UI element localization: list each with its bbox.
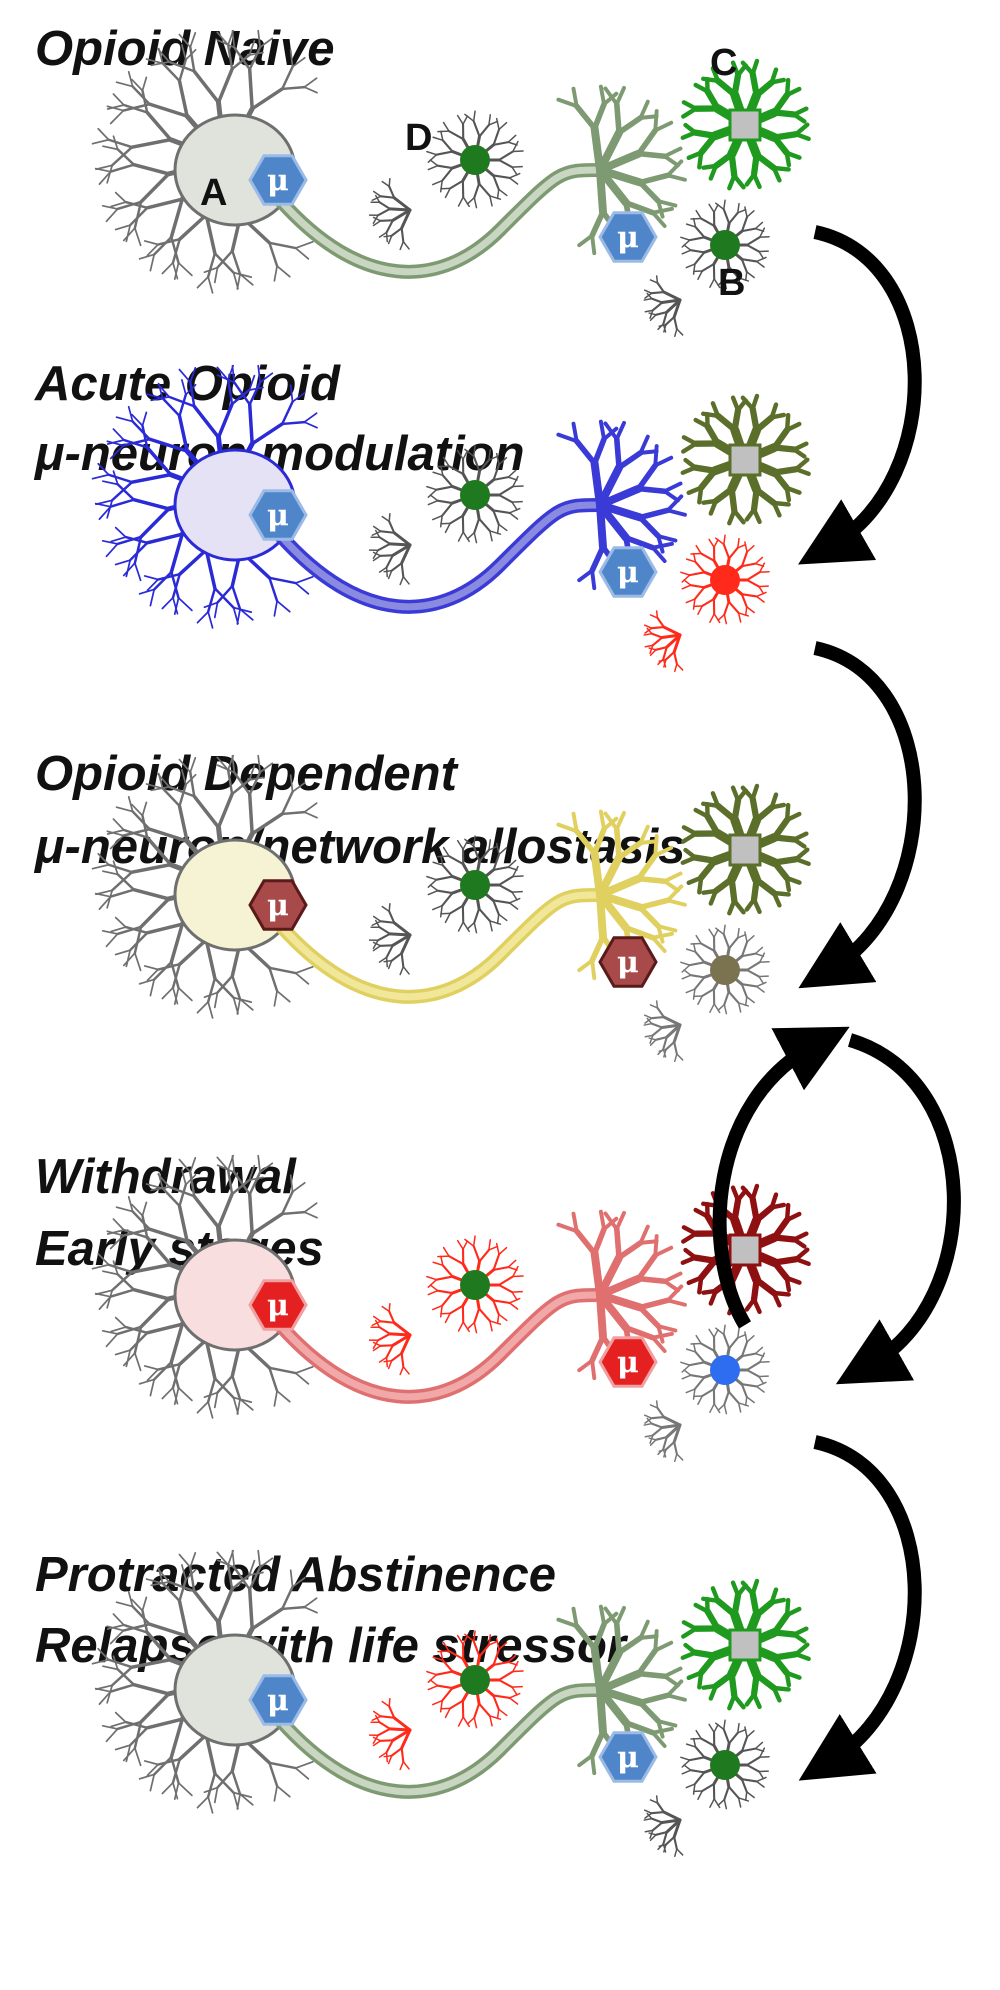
- glia-c-soma: [728, 1233, 762, 1267]
- glia-c-soma: [728, 833, 762, 867]
- neuron-b-soma: [710, 565, 740, 595]
- stage-title-withdrawal: Withdrawal Early stages: [35, 1150, 324, 1276]
- stage-title-line: Protracted Abstinence: [35, 1548, 556, 1602]
- right-neuron-dendrites: [556, 809, 687, 981]
- stage-title-acute: Acute Opioid μ-neuron modulation: [33, 357, 525, 481]
- stage-title-line: Acute Opioid: [34, 357, 341, 411]
- label-b: B: [718, 262, 745, 304]
- arrow-withdrawal-to-dependent: [712, 1026, 850, 1329]
- neuron-b-terminal: [643, 275, 684, 338]
- neuron-d-soma: [460, 870, 490, 900]
- neuron-d-soma: [460, 1665, 490, 1695]
- neuron-a-axon: [276, 1291, 604, 1401]
- neuron-d-terminal: [368, 902, 412, 976]
- stage-title-dependent: Opioid Dependent μ-neuron/network allost…: [33, 747, 685, 874]
- neuron-d-terminal: [368, 1697, 412, 1771]
- neuron-a-axon: [276, 501, 604, 611]
- neuron-b-soma: [710, 1750, 740, 1780]
- mu-receptor-hexagon: [248, 154, 308, 206]
- arrow-naive-to-acute: [798, 225, 922, 565]
- glia-c-soma: [728, 1628, 762, 1662]
- mu-receptor-icon: μ: [248, 1279, 308, 1331]
- mu-receptor-icon: μ: [598, 936, 658, 988]
- neuron-b-terminal: [643, 1000, 684, 1063]
- neuron-d-soma: [460, 145, 490, 175]
- stage-dependent-neurons: μμ: [91, 754, 811, 1063]
- mu-receptor-icon: μ: [598, 1336, 658, 1388]
- mu-receptor-label: μ: [617, 946, 639, 981]
- stage-protracted-neurons: μμ: [91, 1549, 811, 1858]
- mu-receptor-label: μ: [267, 1684, 289, 1719]
- neuron-d-soma: [460, 480, 490, 510]
- label-d: D: [405, 117, 432, 159]
- neuron-d-terminal: [368, 512, 412, 586]
- neuron-a-axon: [276, 1686, 604, 1796]
- arrow-withdrawal-to-protracted: [798, 1435, 922, 1781]
- mu-receptor-hexagon: [598, 936, 658, 988]
- stage-withdrawal-neurons: μμ: [91, 1154, 811, 1463]
- mu-receptor-icon: μ: [598, 211, 658, 263]
- mu-receptor-hexagon: [598, 1336, 658, 1388]
- mu-receptor-hexagon: [248, 879, 308, 931]
- mu-receptor-label: μ: [617, 1741, 639, 1776]
- stage-acute-neurons: μμ: [91, 364, 811, 673]
- transition-arrows: [712, 225, 961, 1781]
- mu-receptor-icon: μ: [598, 546, 658, 598]
- mu-receptor-hexagon: [248, 1674, 308, 1726]
- mu-receptor-icon: μ: [248, 879, 308, 931]
- mu-receptor-icon: μ: [248, 154, 308, 206]
- label-a: A: [200, 172, 227, 214]
- mu-receptor-hexagon: [248, 1279, 308, 1331]
- stage-naive-neurons: μμ: [91, 29, 811, 338]
- mu-receptor-icon: μ: [248, 1674, 308, 1726]
- neuron-b-terminal: [643, 610, 684, 673]
- stage-title-line: Withdrawal: [35, 1150, 297, 1204]
- arrow-dependent-to-withdrawal: [835, 1033, 961, 1385]
- mu-receptor-label: μ: [617, 1346, 639, 1381]
- mu-receptor-hexagon: [598, 211, 658, 263]
- neuron-b-soma: [710, 1355, 740, 1385]
- neuron-d-terminal: [368, 177, 412, 251]
- mu-receptor-hexagon: [248, 489, 308, 541]
- neuron-b-soma: [710, 230, 740, 260]
- neuron-d-soma: [460, 1270, 490, 1300]
- mu-receptor-hexagon: [598, 546, 658, 598]
- glia-c-soma: [728, 443, 762, 477]
- neuron-d-terminal: [368, 1302, 412, 1376]
- mu-receptor-hexagon: [598, 1731, 658, 1783]
- neuron-a-axon: [276, 166, 604, 276]
- glia-c-soma: [728, 108, 762, 142]
- mu-receptor-label: μ: [617, 221, 639, 256]
- mu-receptor-label: μ: [267, 1289, 289, 1324]
- mu-receptor-label: μ: [617, 556, 639, 591]
- mu-receptor-label: μ: [267, 499, 289, 534]
- mu-receptor-icon: μ: [248, 489, 308, 541]
- neuron-d-dendrites: [426, 110, 524, 209]
- stage-title-line: Opioid Dependent: [35, 747, 459, 801]
- mu-receptor-label: μ: [267, 164, 289, 199]
- mu-receptor-icon: μ: [598, 1731, 658, 1783]
- arrow-acute-to-dependent: [798, 641, 922, 989]
- neuron-a-axon: [276, 891, 604, 1001]
- mu-receptor-label: μ: [267, 889, 289, 924]
- neuron-b-terminal: [643, 1400, 684, 1463]
- label-c: C: [710, 42, 737, 84]
- stage-title-protracted: Protracted Abstinence Relapse with life …: [35, 1548, 629, 1673]
- neuron-b-terminal: [643, 1795, 684, 1858]
- neuron-b-soma: [710, 955, 740, 985]
